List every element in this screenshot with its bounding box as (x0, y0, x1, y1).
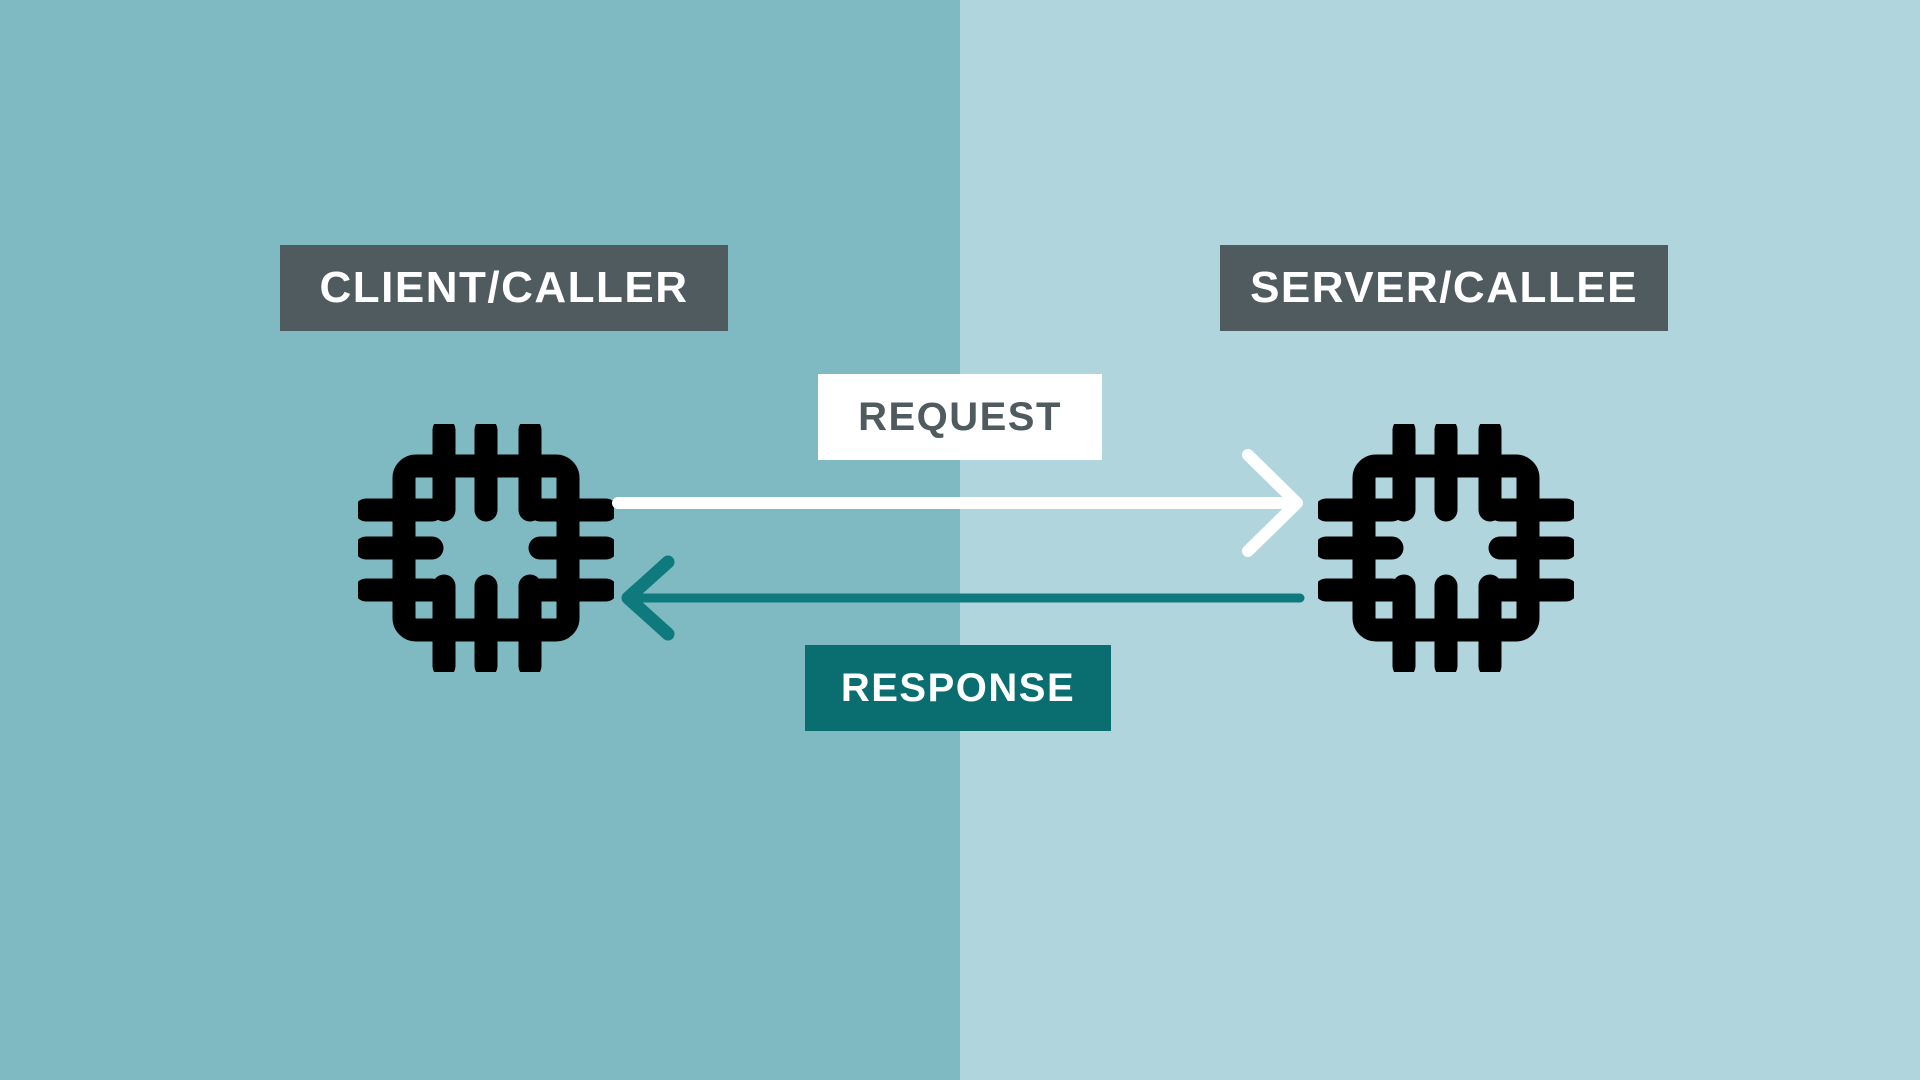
role-label-server: SERVER/CALLEE (1220, 245, 1668, 331)
flow-label-response: RESPONSE (805, 645, 1111, 731)
cpu-chip-icon-client (354, 418, 618, 678)
panel-client-side (0, 0, 960, 1080)
cpu-chip-icon-server (1314, 418, 1578, 678)
flow-label-request: REQUEST (818, 374, 1102, 460)
panel-server-side (960, 0, 1920, 1080)
role-label-client: CLIENT/CALLER (280, 245, 728, 331)
